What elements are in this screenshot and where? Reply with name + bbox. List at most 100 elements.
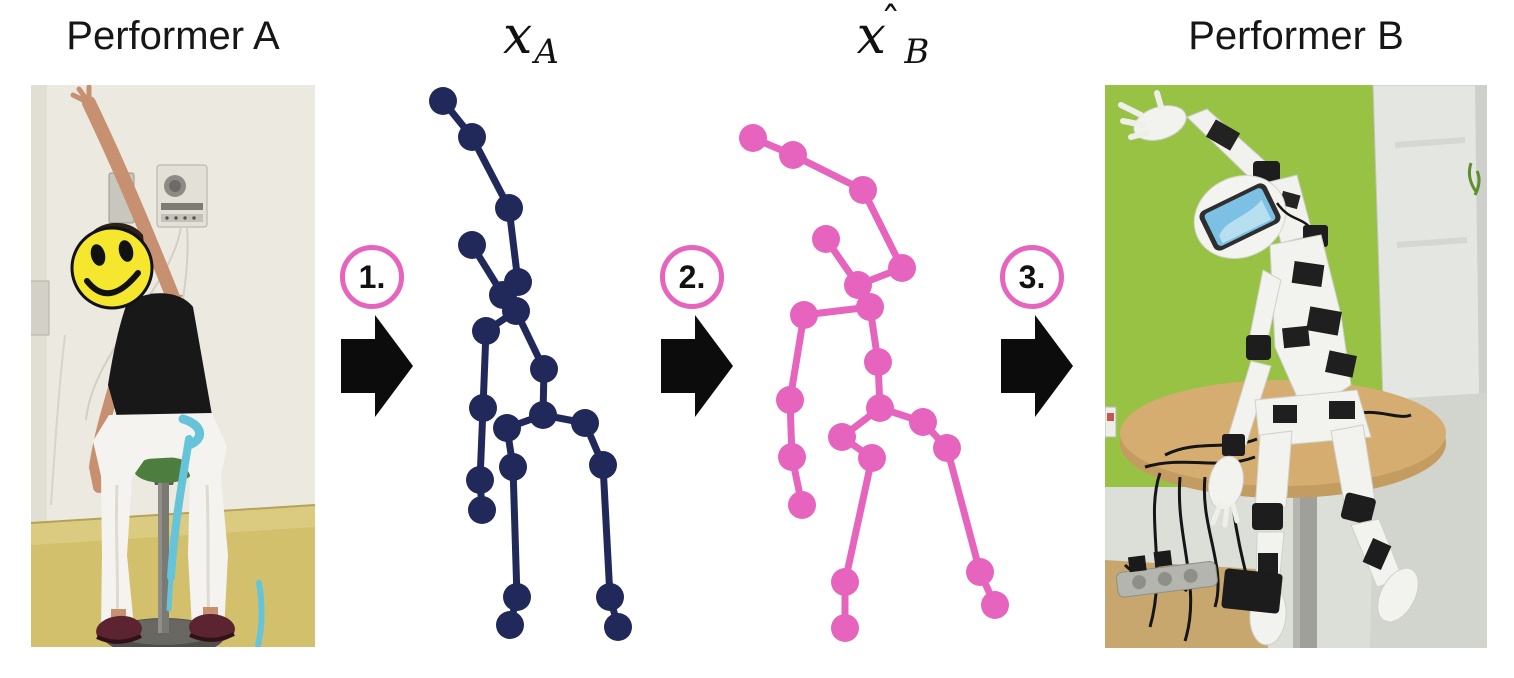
step-2-badge: 2. [660, 245, 724, 309]
xa-base: x [503, 6, 533, 66]
joint-kneeR [933, 434, 961, 462]
joint-wristL [466, 466, 494, 494]
bone-wristR-elbowR [468, 133, 513, 212]
bone-hip-hipL [838, 404, 884, 441]
torso-servos [1282, 261, 1357, 378]
joint-handR [429, 87, 457, 115]
joint-head [812, 225, 840, 253]
joint-spine [530, 355, 558, 383]
joint-kneeL [858, 444, 886, 472]
bone-shoulderL-elbowL [786, 311, 808, 404]
bone-kneeR-ankleR [943, 444, 984, 576]
step-3-arrow-icon [1001, 315, 1073, 417]
bone-ankleR-footR [976, 568, 999, 609]
bone-kneeR-ankleR [599, 461, 614, 601]
robot-head [1193, 175, 1287, 259]
forearm-servo [1205, 119, 1241, 151]
joint-hipR [571, 409, 599, 437]
joint-neck [489, 281, 517, 309]
bone-elbowL-wristL [476, 404, 487, 484]
joint-spine [864, 348, 892, 376]
xb-base-char: x [856, 6, 886, 66]
bone-elbowR-shoulderR [859, 186, 906, 272]
joint-elbowR [849, 176, 877, 204]
joint-hipL [493, 414, 521, 442]
bone-chest-shoulderL [800, 303, 874, 319]
table-pedestal-highlight [1293, 485, 1300, 648]
bone-handR-wristR [749, 134, 797, 159]
joint-kneeR [589, 451, 617, 479]
joint-ankleL [831, 568, 859, 596]
wall-floor-edge [31, 504, 315, 524]
joint-wristL [778, 443, 806, 471]
wall-box-small [31, 280, 50, 336]
step-2-arrow-icon [661, 315, 733, 417]
joint-shoulderR [888, 254, 916, 282]
bone-head-neck [822, 235, 862, 289]
robot-hanging-arm [1208, 269, 1282, 528]
whiteboard [1372, 85, 1487, 404]
smiley-face-icon [70, 226, 154, 310]
bone-handR-wristR [439, 97, 476, 141]
joint-handL [788, 491, 816, 519]
bone-neck-chest [499, 291, 520, 315]
skeleton-xA [429, 87, 632, 641]
step-1-badge: 1. [340, 245, 404, 309]
step-3-badge: 3. [1000, 245, 1064, 309]
power-strip [1115, 550, 1218, 598]
robot-right-leg [1330, 424, 1419, 623]
joint-handL [468, 496, 496, 524]
joint-hip [866, 394, 894, 422]
hat-accent: ˆ [880, 0, 901, 46]
joint-wristR [779, 141, 807, 169]
bone-chest-spine [866, 303, 882, 366]
black-tank-top [108, 293, 212, 431]
pose-xb-hat-label: x ˆ B [817, 0, 967, 72]
raised-arm [82, 96, 188, 324]
bone-ankleL-footL [506, 593, 521, 629]
joint-hipL [828, 423, 856, 451]
wall-intercom [156, 164, 208, 228]
joint-hip [529, 401, 557, 429]
bone-wristR-elbowR [789, 151, 867, 194]
bone-hipR-kneeR [919, 418, 951, 452]
joint-shoulderL [472, 317, 500, 345]
xb-base: x ˆ [856, 0, 903, 66]
raised-hand [70, 85, 92, 106]
joint-ankleR [596, 583, 624, 611]
bone-spine-hip [539, 365, 548, 419]
white-pants [93, 413, 228, 631]
joint-chest [502, 297, 530, 325]
joint-kneeL [499, 453, 527, 481]
joint-shoulderL [790, 301, 818, 329]
joint-chest [856, 293, 884, 321]
bone-spine-hip [874, 358, 884, 412]
xb-subscript: B [904, 32, 930, 72]
joint-ankleR [966, 558, 994, 586]
robot-raised-hand [1118, 90, 1187, 141]
joint-footR [604, 613, 632, 641]
wall-crack [50, 334, 66, 506]
bone-wristL-handL [788, 453, 806, 509]
performer-a-photo [31, 85, 315, 647]
performer-b-illustration [1105, 85, 1487, 648]
wall-socket [1105, 406, 1117, 438]
bone-kneeL-ankleL [509, 463, 521, 601]
bone-chest-spine [512, 307, 548, 373]
joint-shoulderR [504, 268, 532, 296]
performer-b-title: Performer B [1188, 14, 1404, 58]
power-adapter [1221, 568, 1283, 614]
bone-wristL-handL [476, 476, 486, 514]
bone-elbowL-wristL [786, 396, 796, 461]
bone-hipL-kneeL [503, 424, 517, 471]
bone-chest-shoulderL [482, 307, 520, 335]
joint-wristR [458, 123, 486, 151]
person [70, 85, 265, 647]
bone-shoulderR-neck [854, 264, 906, 289]
pose-xa-label: xA [455, 4, 605, 72]
bone-hip-hipR [539, 411, 589, 427]
bone-hip-hipL [503, 411, 547, 432]
step-1-arrow-icon [341, 315, 413, 417]
bone-hip-hipR [876, 404, 927, 426]
